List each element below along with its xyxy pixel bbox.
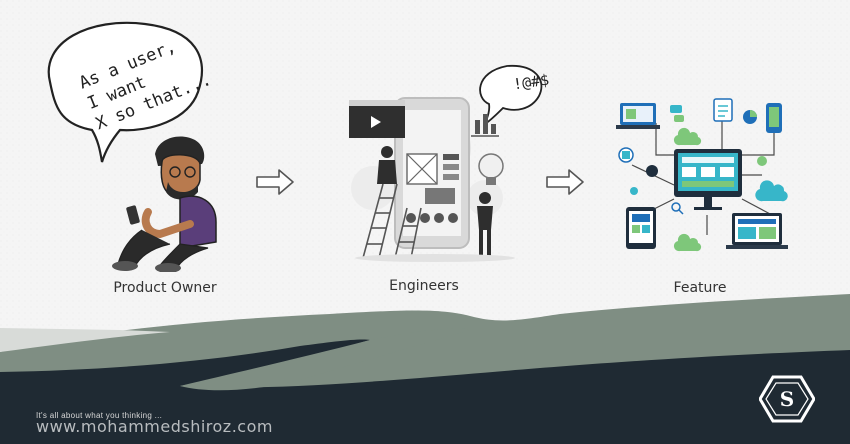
- feature-illustration: [612, 95, 794, 265]
- flow-arrow-1: [255, 167, 297, 197]
- flow-arrow-2: [545, 167, 587, 197]
- logo-letter: S: [780, 387, 794, 411]
- engineers-illustration: [325, 58, 545, 268]
- footer-url[interactable]: www.mohammedshiroz.com: [36, 417, 273, 436]
- site-logo[interactable]: S: [759, 375, 815, 423]
- product-owner-person: [112, 136, 216, 272]
